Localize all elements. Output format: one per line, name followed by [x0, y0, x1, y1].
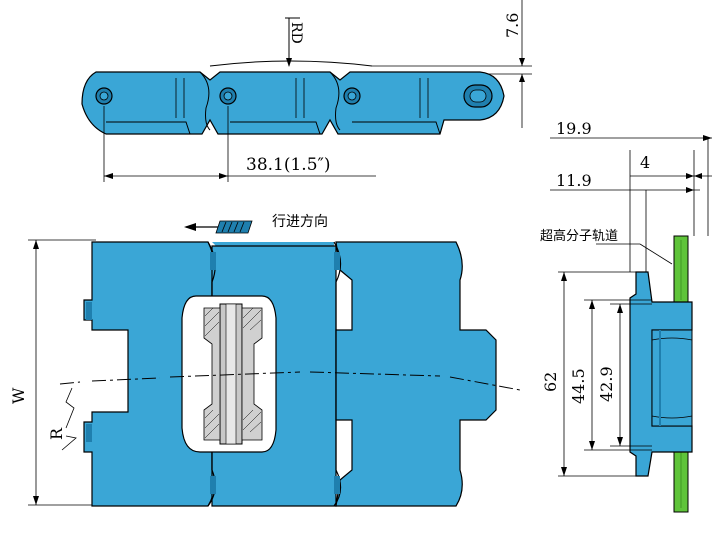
direction-label: 行进方向	[272, 214, 328, 230]
dim-19-9-label: 19.9	[556, 119, 592, 138]
dim-44-5-label: 44.5	[569, 368, 588, 404]
width-label: W	[9, 387, 28, 404]
chain-link-3	[335, 241, 497, 507]
chain-side-body	[81, 71, 505, 135]
dim-42-9-label: 42.9	[597, 366, 616, 402]
end-view: 19.9 4 11.9 超高分子轨道	[540, 119, 712, 513]
height-7-6-label: 7.6	[503, 13, 522, 38]
track-label: 超高分子轨道	[540, 228, 618, 244]
pitch-label: 38.1(1.5″)	[246, 155, 331, 175]
plan-view: W	[9, 239, 521, 507]
rd-label: RD	[288, 22, 304, 44]
dim-62-label: 62	[541, 372, 560, 392]
chain-end-profile	[629, 271, 693, 477]
side-view: RD 7.6	[81, 0, 532, 182]
direction-indicator: 行进方向	[184, 214, 328, 234]
dim-11-9-label: 11.9	[556, 171, 592, 190]
dim-4-label: 4	[640, 153, 650, 172]
radius-label: R	[47, 427, 66, 440]
